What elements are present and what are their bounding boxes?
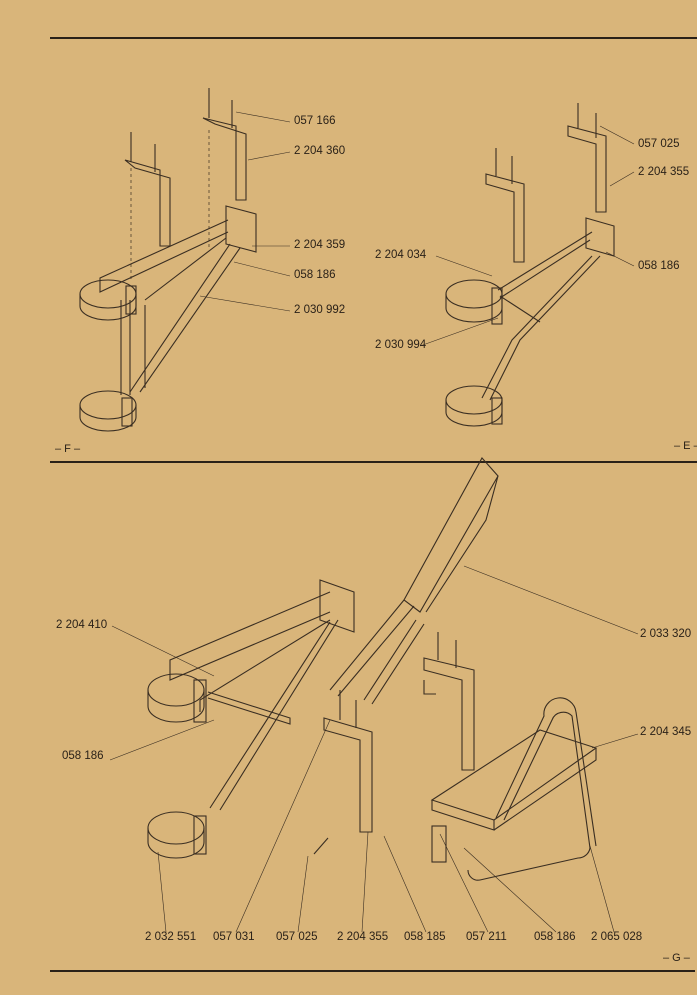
section-tag-e: – E – bbox=[674, 440, 697, 452]
part-number-g-bottom-4: 2 204 355 bbox=[337, 931, 389, 943]
part-number-f-1: 057 166 bbox=[294, 115, 336, 127]
assembly-f-drawing bbox=[79, 88, 257, 432]
part-number-e-2: 2 204 355 bbox=[638, 166, 690, 178]
part-number-e-5: 2 030 994 bbox=[375, 339, 427, 351]
part-number-e-1: 057 025 bbox=[638, 138, 680, 150]
top-rule bbox=[50, 37, 697, 39]
part-number-g-side-2: 058 186 bbox=[62, 750, 104, 762]
part-number-e-3: 2 204 034 bbox=[375, 249, 427, 261]
part-number-g-side-1: 2 204 410 bbox=[56, 619, 108, 631]
part-number-f-2: 2 204 360 bbox=[294, 145, 346, 157]
part-number-f-4: 058 186 bbox=[294, 269, 336, 281]
part-number-f-5: 2 030 992 bbox=[294, 304, 346, 316]
bottom-rule bbox=[50, 970, 695, 972]
part-number-e-4: 058 186 bbox=[638, 260, 680, 272]
section-tag-g: – G – bbox=[663, 952, 690, 964]
part-number-g-bottom-3: 057 025 bbox=[276, 931, 318, 943]
part-number-g-bottom-2: 057 031 bbox=[213, 931, 255, 943]
middle-rule bbox=[50, 461, 697, 463]
part-number-g-bottom-5: 058 185 bbox=[404, 931, 446, 943]
section-tag-f: – F – bbox=[55, 443, 81, 455]
assembly-g-drawing bbox=[147, 457, 598, 881]
part-number-g-bottom-1: 2 032 551 bbox=[145, 931, 197, 943]
part-number-g-bottom-6: 057 211 bbox=[466, 931, 507, 943]
part-number-g-side-3: 2 033 320 bbox=[640, 628, 692, 640]
part-number-g-bottom-8: 2 065 028 bbox=[591, 931, 643, 943]
part-number-g-bottom-7: 058 186 bbox=[534, 931, 576, 943]
part-number-f-3: 2 204 359 bbox=[294, 239, 346, 251]
assembly-e-drawing bbox=[445, 103, 615, 427]
part-number-g-side-4: 2 204 345 bbox=[640, 726, 692, 738]
